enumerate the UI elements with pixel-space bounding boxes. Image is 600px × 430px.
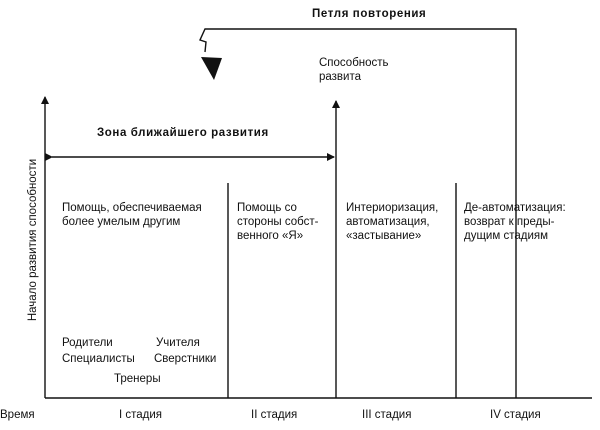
stage-3-text: Интериоризация, автоматизация, «застыван… bbox=[346, 202, 439, 242]
stage-3-label: III стадия bbox=[362, 409, 412, 421]
stage-4-text: Де-автоматизация: возврат к преды- дущим… bbox=[464, 202, 566, 242]
loop-arrowhead bbox=[201, 57, 222, 80]
helper-coaches: Тренеры bbox=[114, 373, 161, 385]
ability-label: Способность развита bbox=[319, 57, 389, 83]
loop-title: Петля повторения bbox=[312, 8, 427, 20]
helper-parents: Родители bbox=[62, 337, 113, 349]
helper-teachers: Учителя bbox=[156, 337, 200, 349]
loop-line bbox=[199, 28, 517, 398]
helper-specialists: Специалисты bbox=[62, 353, 135, 365]
x-axis-time-label: Время bbox=[0, 409, 35, 421]
stage-1-label: I стадия bbox=[119, 409, 163, 421]
stage-2-text: Помощь со стороны собст- венного «Я» bbox=[237, 202, 319, 242]
stage-4-label: IV стадия bbox=[490, 409, 541, 421]
y-axis-label: Начало развития способности bbox=[27, 158, 39, 322]
helper-peers: Сверстники bbox=[154, 353, 217, 365]
zone-title: Зона ближайшего развития bbox=[97, 127, 269, 139]
stage-1-text: Помощь, обеспечиваемая более умелым друг… bbox=[62, 202, 202, 228]
stage-2-label: II стадия bbox=[251, 409, 298, 421]
